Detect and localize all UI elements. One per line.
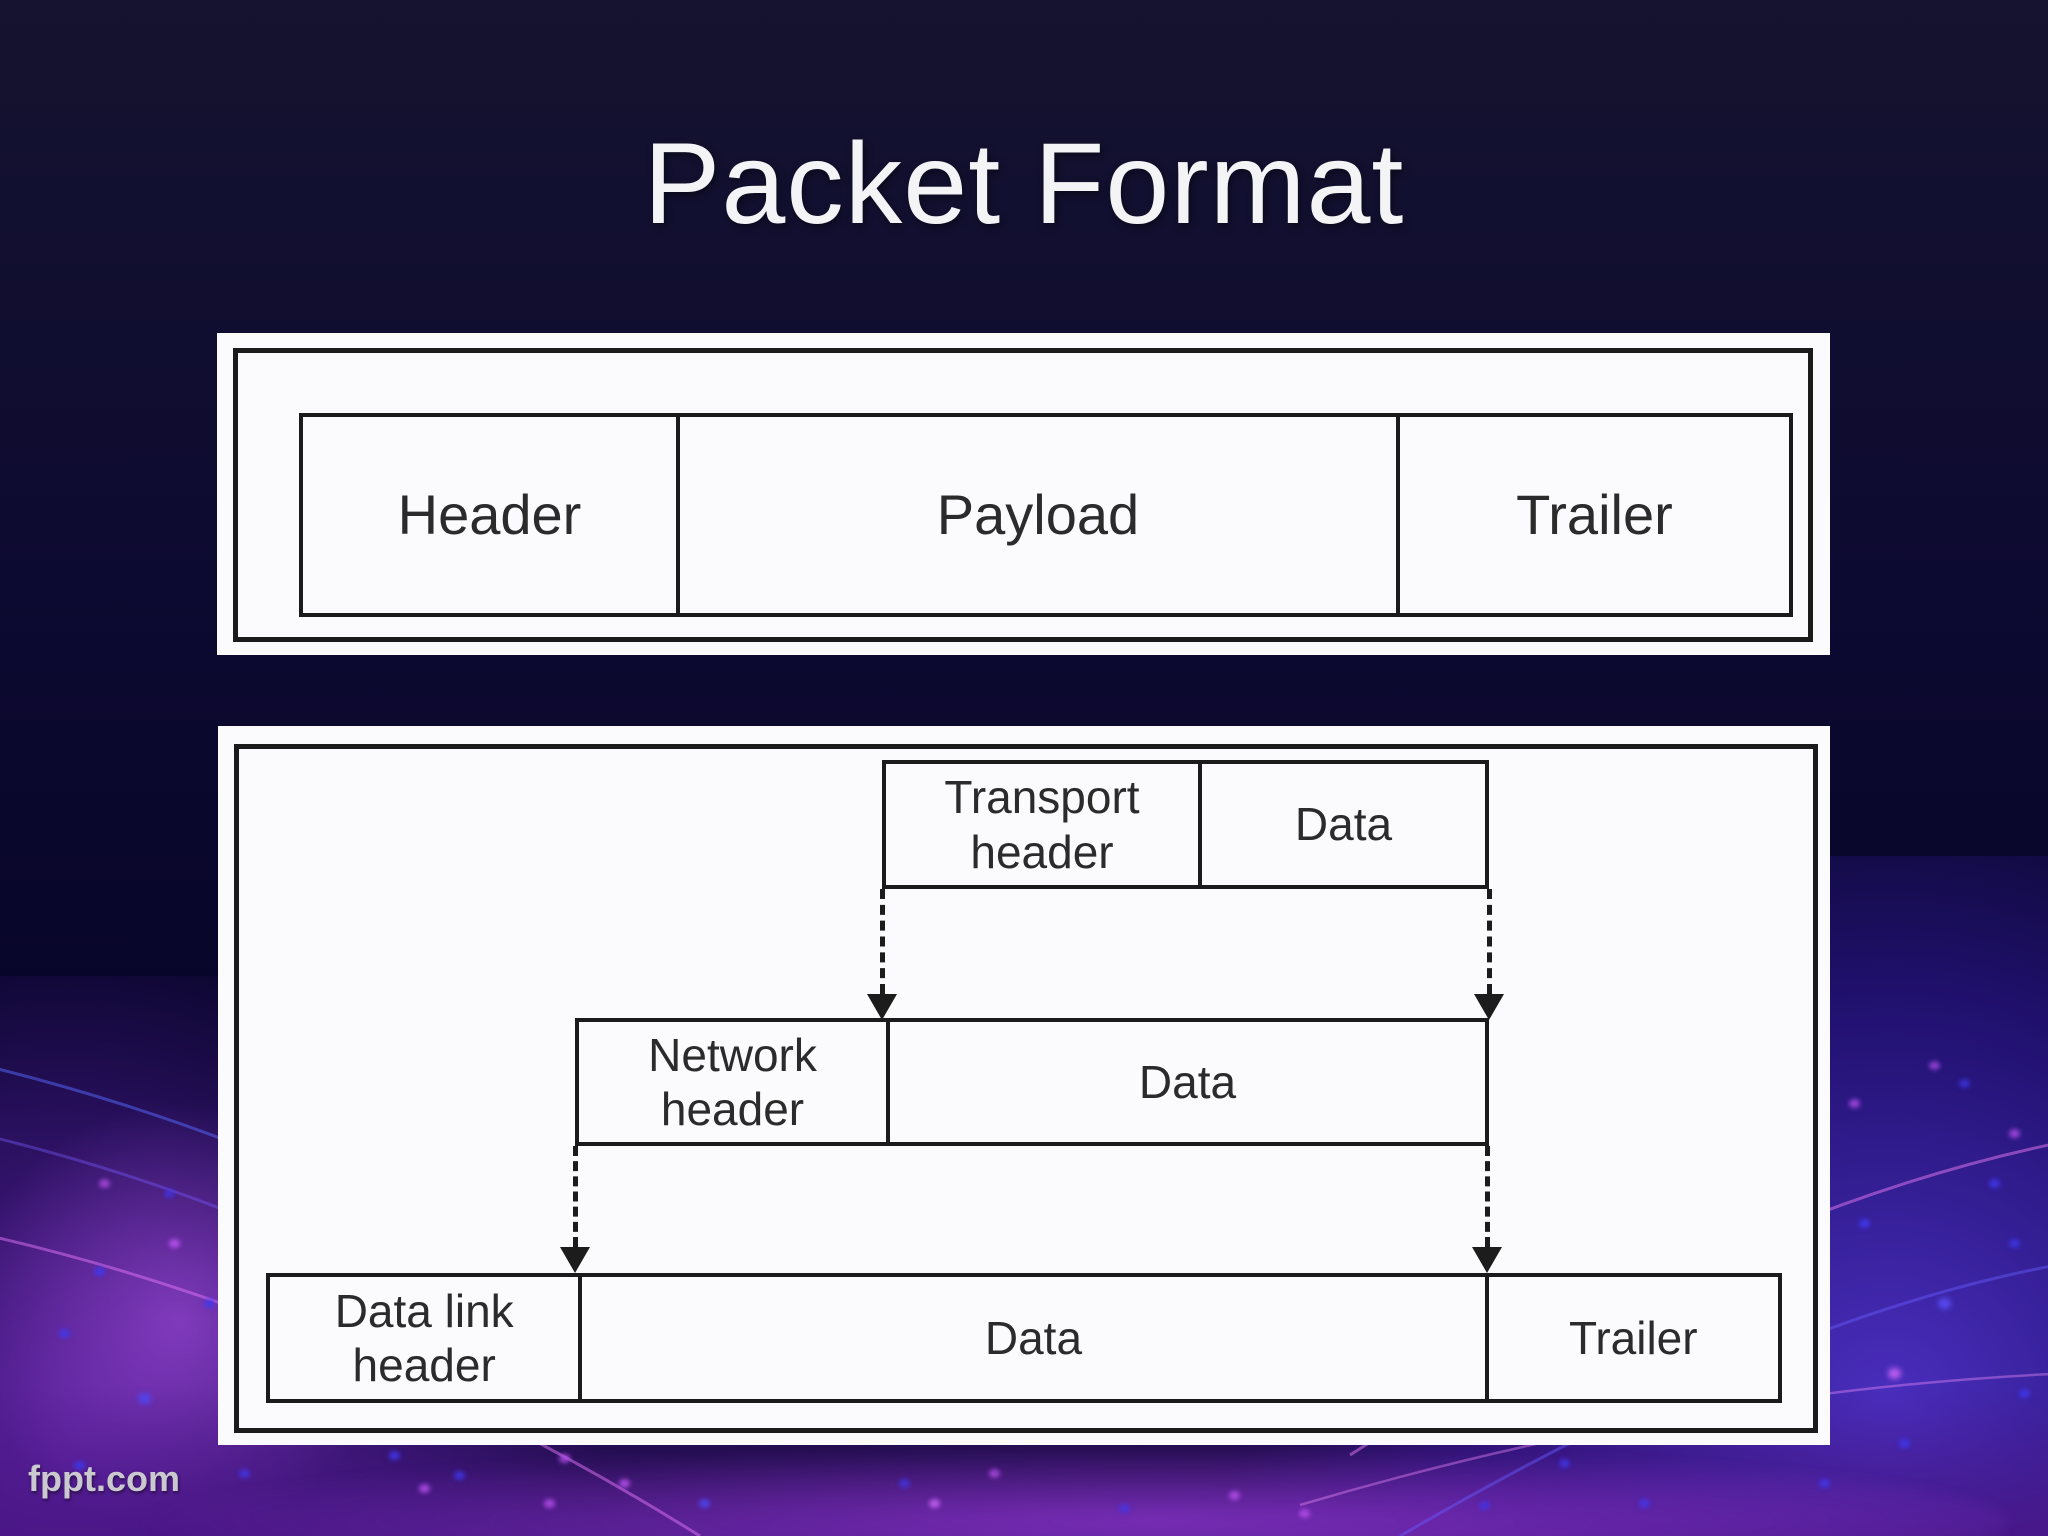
network-layer-row: Network header Data: [575, 1018, 1489, 1146]
dashed-line: [1486, 889, 1492, 994]
dashed-line: [879, 889, 885, 994]
encapsulation-frame: [234, 744, 1818, 1433]
cell-network-header: Network header: [579, 1022, 886, 1142]
purple-particle-dots: [0, 0, 9, 7]
down-arrowhead-icon: [1474, 994, 1504, 1020]
down-arrowhead-icon: [1472, 1247, 1502, 1273]
cell-datalink-header: Data link header: [270, 1277, 578, 1399]
cell-payload: Payload: [675, 417, 1396, 613]
packet-structure-diagram: Header Payload Trailer: [217, 333, 1830, 655]
cell-trailer: Trailer: [1395, 417, 1789, 613]
blue-particle-dots: [0, 0, 9, 7]
down-arrowhead-icon: [560, 1247, 590, 1273]
cell-datalink-trailer-label: Trailer: [1568, 1311, 1698, 1364]
dashed-line: [1484, 1146, 1490, 1247]
cell-network-data: Data: [886, 1022, 1485, 1142]
cell-datalink-trailer: Trailer: [1484, 1277, 1778, 1399]
cell-datalink-data: Data: [578, 1277, 1484, 1399]
cell-header-label: Header: [397, 482, 582, 546]
cell-transport-header-label: Transport header: [944, 771, 1140, 878]
cell-transport-header: Transport header: [886, 764, 1198, 885]
cell-payload-label: Payload: [936, 482, 1140, 546]
down-arrow-connector-network-right: [1469, 1146, 1505, 1273]
cell-transport-data: Data: [1198, 764, 1485, 885]
cell-transport-data-label: Data: [1294, 798, 1393, 851]
slide-title: Packet Format: [643, 120, 1405, 248]
cell-trailer-label: Trailer: [1516, 482, 1673, 546]
packet-structure-frame: Header Payload Trailer: [233, 348, 1813, 642]
fppt-watermark: fppt.com: [28, 1458, 180, 1499]
down-arrowhead-icon: [867, 994, 897, 1020]
transport-layer-row: Transport header Data: [882, 760, 1489, 889]
down-arrow-connector-transport-left: [864, 889, 900, 1020]
dashed-line: [572, 1146, 578, 1247]
cell-datalink-header-label: Data link header: [334, 1284, 514, 1391]
bottom-wave-highlight: [122, 1446, 2008, 1536]
cell-network-header-label: Network header: [648, 1028, 817, 1135]
cell-datalink-data-label: Data: [984, 1311, 1083, 1364]
down-arrow-connector-network-left: [557, 1146, 593, 1273]
encapsulation-diagram: Transport header Data Network header Dat…: [218, 726, 1830, 1445]
down-arrow-connector-transport-right: [1471, 889, 1507, 1020]
cell-network-data-label: Data: [1138, 1055, 1237, 1108]
packet-row: Header Payload Trailer: [299, 413, 1793, 617]
datalink-layer-row: Data link header Data Trailer: [266, 1273, 1782, 1403]
cell-header: Header: [303, 417, 676, 613]
